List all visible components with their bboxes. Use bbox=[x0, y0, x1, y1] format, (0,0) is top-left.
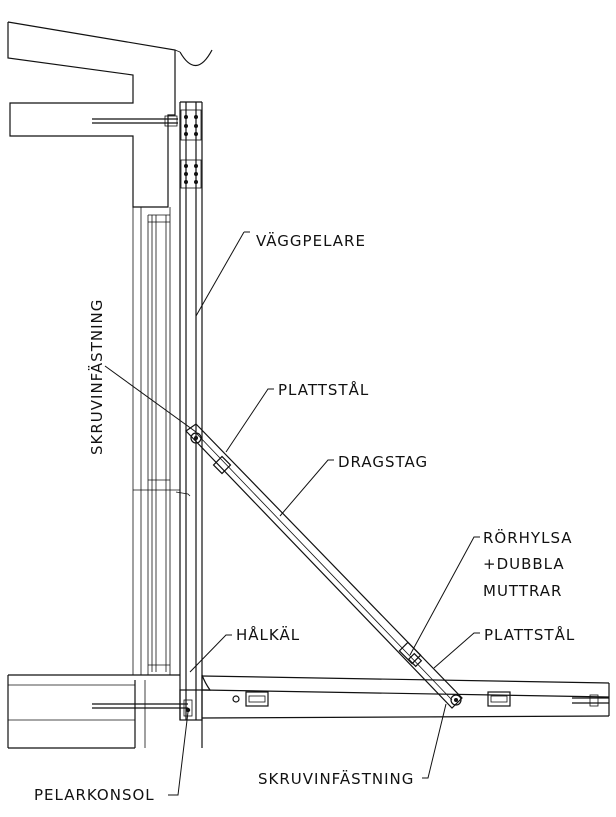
label-pipe-sleeve-2: +DUBBLA bbox=[483, 555, 565, 573]
wall-window-frame bbox=[132, 207, 191, 675]
flat-steel-bottom bbox=[201, 675, 610, 719]
screw-top bbox=[190, 432, 202, 444]
wall-pillar bbox=[179, 101, 203, 748]
bolt-pattern-top bbox=[184, 115, 198, 184]
cove-fillet bbox=[201, 674, 212, 691]
label-cove: HÅLKÄL bbox=[236, 625, 300, 644]
screw-bottom bbox=[450, 694, 462, 706]
foundation bbox=[7, 674, 203, 749]
label-pipe-sleeve-3: MUTTRAR bbox=[483, 582, 562, 600]
label-column-bracket: PELARKONSOL bbox=[34, 786, 155, 804]
label-screw-fastening-vertical: SKRUVINFÄSTNING bbox=[87, 299, 106, 455]
label-flat-steel-bottom: PLATTSTÅL bbox=[484, 625, 575, 644]
label-screw-fastening-bottom: SKRUVINFÄSTNING bbox=[258, 769, 414, 788]
label-flat-steel-top: PLATTSTÅL bbox=[278, 380, 369, 399]
label-tie-rod: DRAGSTAG bbox=[338, 453, 428, 471]
label-wall-pillar: VÄGGPELARE bbox=[256, 231, 366, 250]
label-pipe-sleeve-1: RÖRHYLSA bbox=[483, 528, 573, 547]
tie-rod bbox=[185, 423, 463, 709]
leader-lines bbox=[104, 231, 480, 796]
roof-eave-section bbox=[7, 21, 213, 208]
